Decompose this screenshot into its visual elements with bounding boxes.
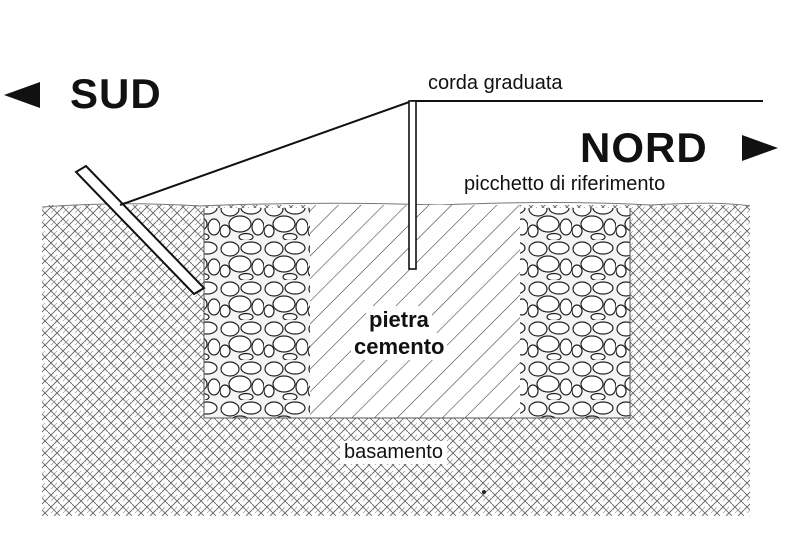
foundation-label: basamento bbox=[340, 441, 447, 464]
stake-label: picchetto di riferimento bbox=[460, 173, 670, 196]
arrow-left-icon bbox=[4, 82, 40, 108]
stone-fill-left bbox=[204, 208, 310, 418]
reference-stake bbox=[408, 100, 417, 270]
rope-label: corda graduata bbox=[424, 72, 567, 95]
speck-dot bbox=[482, 490, 486, 494]
core-label-line1: pietra bbox=[366, 306, 432, 333]
core-label-line2: cemento bbox=[351, 333, 448, 360]
ground-surface-line bbox=[41, 202, 751, 208]
north-label: NORD bbox=[580, 124, 708, 171]
trench-outline bbox=[203, 208, 631, 419]
stone-fill-right bbox=[520, 208, 630, 418]
south-label: SUD bbox=[70, 70, 162, 117]
slanted-board bbox=[74, 164, 206, 296]
arrow-right-icon bbox=[742, 135, 778, 161]
